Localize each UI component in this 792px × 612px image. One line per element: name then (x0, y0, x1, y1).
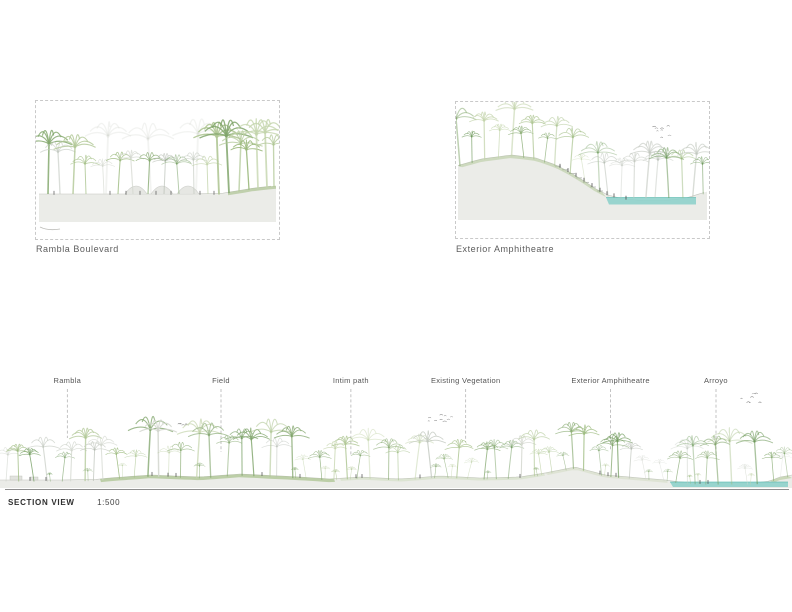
panel-rambla-boulevard (35, 100, 280, 240)
section-baseline-rule (5, 489, 789, 490)
section-view-label: SECTION VIEW (8, 498, 75, 507)
section-annotation-label: Arroyo (704, 376, 728, 385)
section-annotation-labels: Rambla Field Intim path Existing Vegetation… (0, 376, 792, 386)
section-annotation-label: Field (212, 376, 230, 385)
panel-exterior-amphitheatre (455, 101, 710, 239)
section-annotation-label: Rambla (53, 376, 82, 385)
panel-label-rambla-boulevard: Rambla Boulevard (36, 244, 119, 254)
exterior-amphitheatre-illustration (456, 102, 709, 220)
section-annotation-label: Intim path (332, 376, 369, 385)
section-annotation-label: Exterior Amphitheatre (571, 376, 650, 385)
rambla-boulevard-illustration (36, 118, 279, 231)
panel-label-exterior-amphitheatre: Exterior Amphitheatre (456, 244, 555, 254)
scale-label: 1:500 (97, 498, 121, 507)
section-view-illustration (0, 389, 792, 488)
title-block: SECTION VIEW 1:500 (8, 492, 120, 510)
section-annotation-label: Existing Vegetation (430, 376, 501, 385)
